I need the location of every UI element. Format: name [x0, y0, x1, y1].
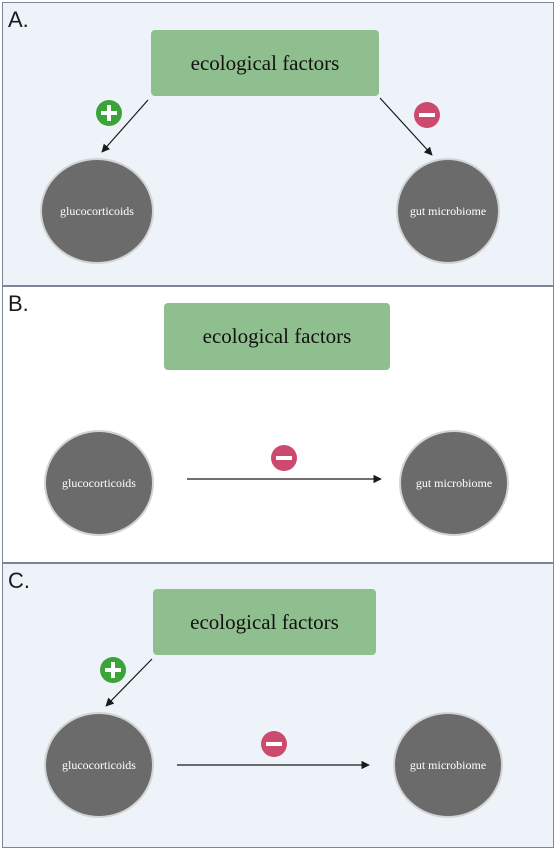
glucocorticoids-node: glucocorticoids: [44, 712, 154, 818]
panel-letter: C.: [8, 568, 30, 593]
ecological-factors-box: ecological factors: [153, 589, 376, 655]
ecological-factors-box: ecological factors: [151, 30, 379, 96]
arrow-factors-to-glucocorticoids: [105, 658, 153, 707]
arrow-factors-to-glucocorticoids: [101, 99, 149, 153]
ecological-factors-box: ecological factors: [164, 303, 390, 370]
positive-sign-icon: [96, 100, 122, 126]
panel-b: B. ecological factors glucocorticoids gu…: [2, 286, 554, 563]
gut-microbiome-node: gut microbiome: [393, 712, 503, 818]
glucocorticoids-node: glucocorticoids: [40, 158, 154, 264]
panel-a: A. ecological factors glucocorticoids gu…: [2, 2, 554, 286]
negative-sign-icon: [261, 731, 287, 757]
panel-letter: B.: [8, 291, 29, 316]
panel-c: C. ecological factors glucocorticoids gu…: [2, 563, 554, 848]
gut-microbiome-node: gut microbiome: [399, 430, 509, 536]
arrow-factors-to-gut-microbiome: [379, 97, 433, 156]
panel-letter: A.: [8, 7, 29, 32]
negative-sign-icon: [414, 102, 440, 128]
positive-sign-icon: [100, 657, 126, 683]
gut-microbiome-node: gut microbiome: [396, 158, 500, 264]
negative-sign-icon: [271, 445, 297, 471]
glucocorticoids-node: glucocorticoids: [44, 430, 154, 536]
